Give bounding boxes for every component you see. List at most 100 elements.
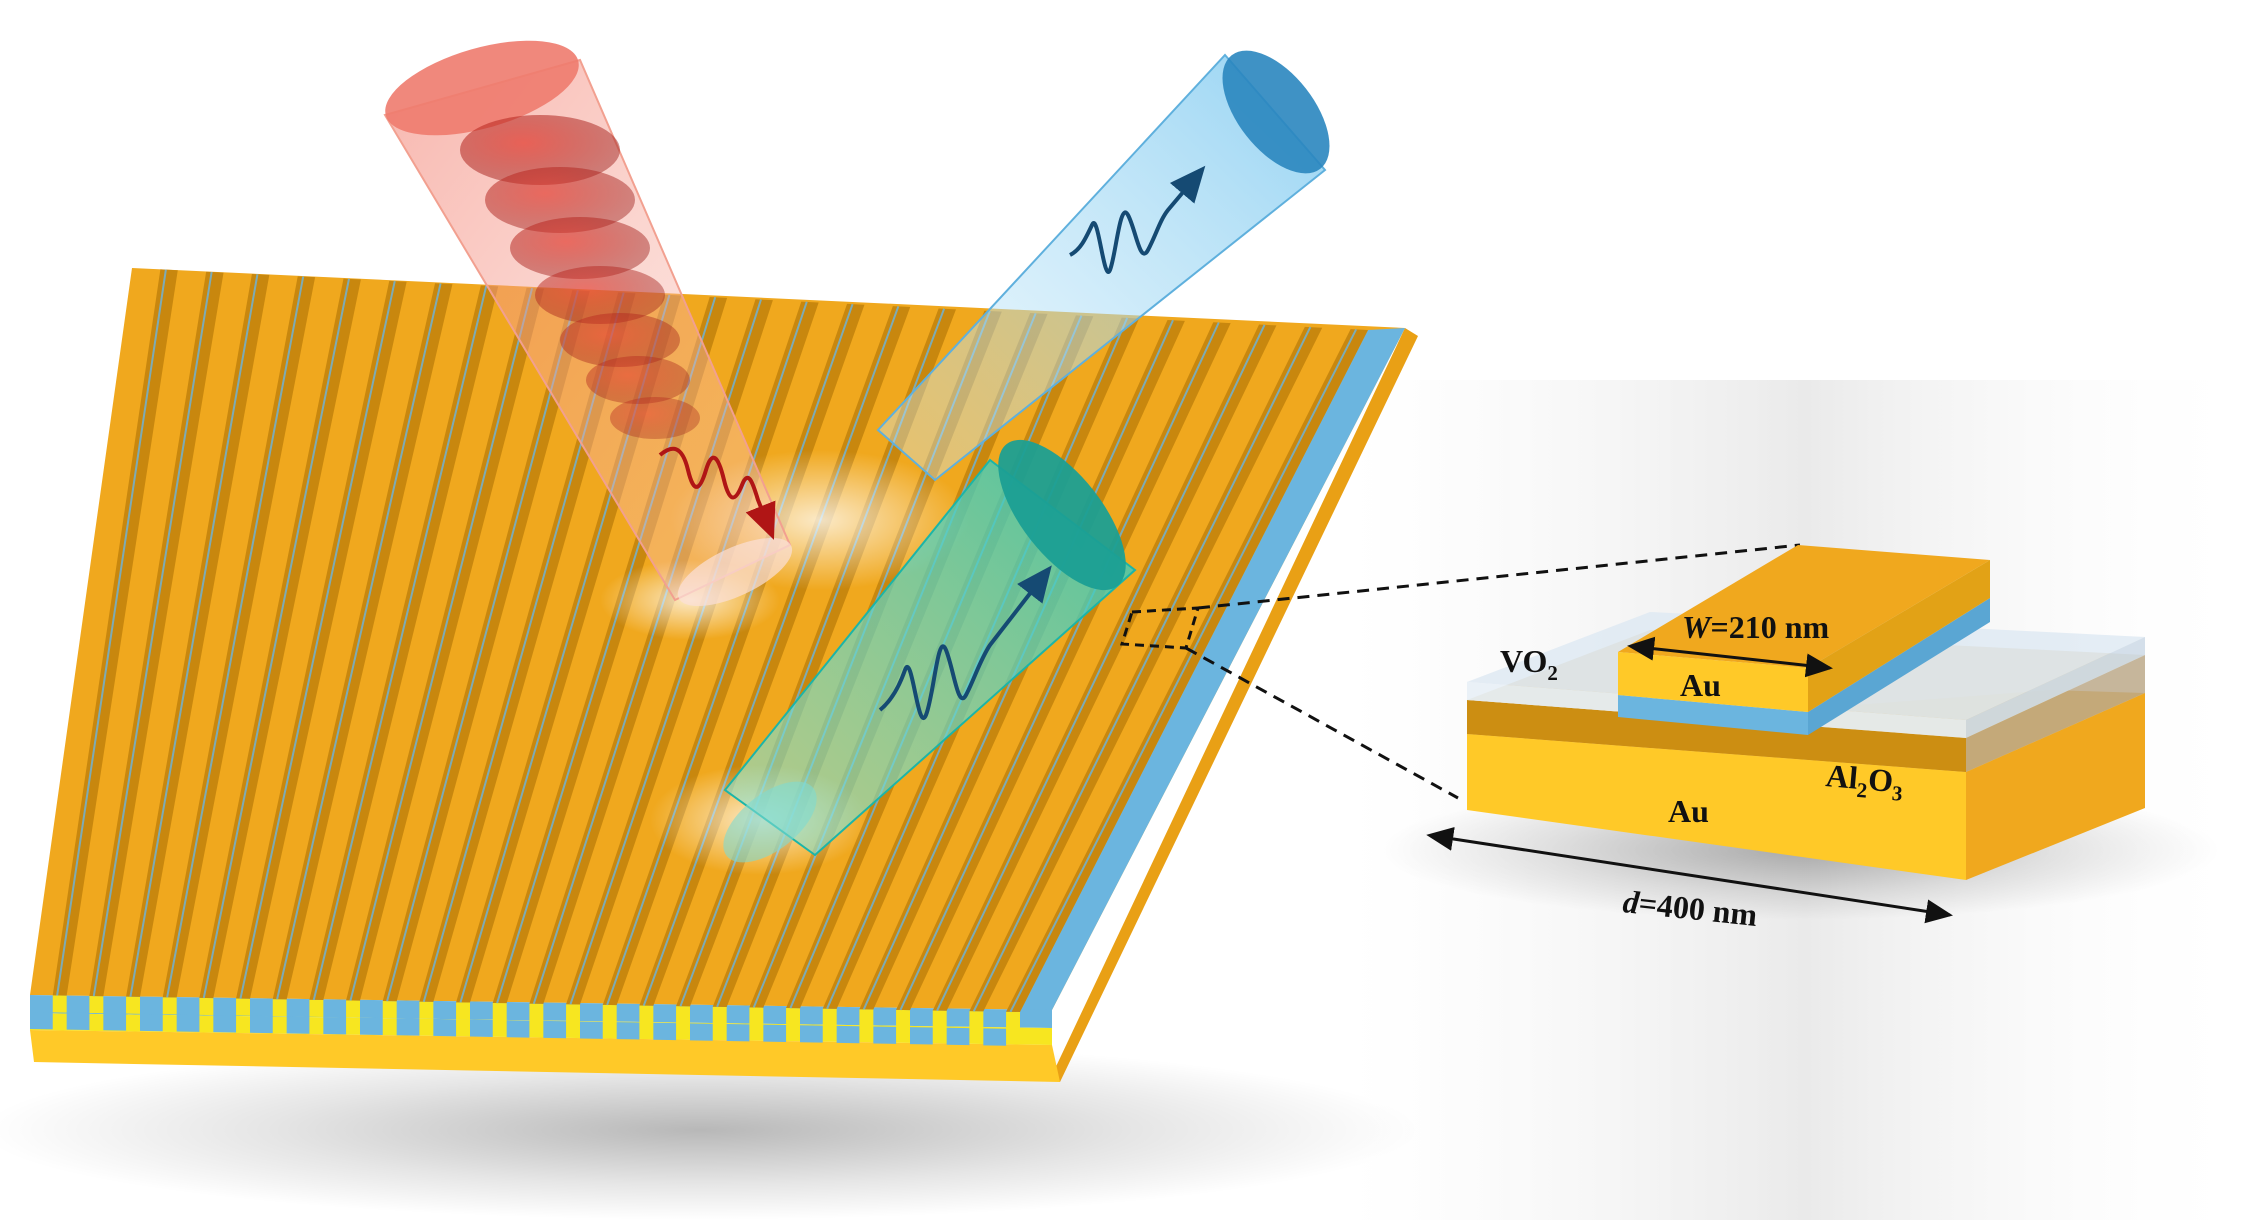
- grating-right-face-gold: [1052, 328, 1418, 1082]
- blue-wave-arrow: [1069, 165, 1206, 274]
- front-vo2-tooth: [470, 1019, 493, 1037]
- front-spacer-tooth: [786, 1007, 800, 1026]
- groove-vo2-line: [606, 303, 854, 1006]
- groove-vo2-line: [642, 306, 900, 1006]
- front-vo2-tooth: [873, 1026, 897, 1044]
- front-spacer-tooth: [1006, 1011, 1020, 1029]
- front-vo2-tooth: [763, 1024, 787, 1042]
- inset-vo2-pad-right: [1808, 598, 1990, 735]
- front-vo2-tooth: [653, 1022, 677, 1041]
- front-spacer-tooth: [346, 1000, 360, 1018]
- front-spacer-tooth: [602, 1004, 617, 1023]
- inset-vo2-film-right: [1966, 637, 2145, 738]
- front-vo2-tooth: [323, 1017, 347, 1035]
- groove-vo2-line: [166, 276, 305, 998]
- front-spacer-tooth: [309, 999, 324, 1018]
- groove-vo2-line: [972, 326, 1312, 1012]
- front-vo2-tooth: [30, 1012, 53, 1030]
- front-vo2-tooth: [616, 1022, 640, 1040]
- groove-vo2-line: [276, 283, 442, 1000]
- zoom-line-top: [1197, 543, 1801, 610]
- grating-front-spacer-layer: [30, 1013, 1052, 1045]
- front-vo2-tooth: [396, 1018, 420, 1036]
- groove-vo2-line: [349, 287, 534, 1001]
- groove-vo2-line: [899, 322, 1220, 1011]
- inset-al2o3-right: [1966, 655, 2145, 772]
- label-vo2: VO2: [1500, 643, 1558, 685]
- front-spacer-tooth: [639, 1005, 654, 1023]
- label-width: W=210 nm: [1682, 609, 1829, 645]
- front-spacer-tooth: [749, 1007, 764, 1025]
- inset-vo2-pad-front: [1618, 695, 1808, 735]
- inset-au-stripe-right: [1808, 560, 1990, 712]
- front-spacer-tooth: [492, 1002, 507, 1021]
- front-vo2-tooth: [946, 1027, 970, 1046]
- front-vo2-tooth: [213, 1015, 237, 1033]
- groove-vo2-line: [1009, 328, 1357, 1013]
- reflected-blue-beam: [876, 50, 1330, 482]
- groove-vo2-line: [239, 280, 396, 999]
- red-wave-arrow: [658, 446, 776, 540]
- front-spacer-tooth: [89, 996, 104, 1014]
- period-arrow: [1426, 827, 1953, 924]
- inset-al2o3-front: [1467, 700, 1966, 772]
- groove-vo2-line: [312, 285, 488, 1001]
- front-spacer-tooth: [969, 1011, 984, 1029]
- front-spacer-tooth: [932, 1010, 947, 1028]
- front-spacer-tooth: [712, 1006, 727, 1024]
- front-vo2-tooth: [836, 1025, 860, 1044]
- front-spacer-tooth: [126, 996, 140, 1014]
- front-vo2-tooth: [726, 1023, 750, 1042]
- front-spacer-tooth: [162, 997, 177, 1015]
- front-spacer-tooth: [566, 1004, 580, 1022]
- incident-red-beam: [383, 40, 793, 607]
- groove-vo2-line: [569, 301, 808, 1005]
- groove-vo2-line: [386, 290, 579, 1002]
- front-spacer-tooth: [822, 1008, 837, 1026]
- groove-vo2-line: [129, 274, 259, 997]
- groove-vo2-line: [56, 269, 167, 996]
- front-spacer-tooth: [236, 998, 250, 1016]
- front-vo2-tooth: [433, 1018, 457, 1037]
- front-vo2-tooth: [360, 1017, 383, 1036]
- front-spacer-tooth: [676, 1006, 690, 1024]
- grating-front-teeth: [30, 995, 1020, 1046]
- groove-vo2-line: [936, 324, 1266, 1012]
- front-spacer-tooth: [456, 1002, 470, 1020]
- groove-vo2-line: [92, 271, 213, 997]
- zoom-line-bottom: [1185, 646, 1459, 800]
- front-vo2-tooth: [66, 1012, 90, 1031]
- label-au-substrate: Au: [1668, 793, 1709, 829]
- zoom-indicator: [1119, 543, 1801, 800]
- label-al2o3: Al2O3: [1824, 757, 1905, 806]
- label-au-stripe: Au: [1680, 667, 1721, 703]
- front-spacer-tooth: [896, 1009, 910, 1028]
- grating-right-face-blue: [1020, 328, 1405, 1012]
- front-spacer-tooth: [419, 1001, 434, 1019]
- front-spacer-tooth: [529, 1003, 544, 1021]
- front-vo2-tooth: [250, 1015, 273, 1034]
- front-spacer-tooth: [382, 1001, 397, 1019]
- unit-cell-inset: VO2 W=210 nm Au Al2O3 Au d=400 nm: [1426, 545, 2145, 933]
- front-vo2-tooth: [286, 1016, 310, 1034]
- inset-au-right: [1966, 693, 2145, 880]
- front-vo2-tooth: [543, 1020, 567, 1039]
- front-vo2-tooth: [580, 1021, 603, 1039]
- groove-vo2-line: [202, 278, 350, 999]
- front-spacer-tooth: [272, 999, 287, 1017]
- front-vo2-tooth: [983, 1028, 1007, 1046]
- front-vo2-tooth: [140, 1013, 163, 1032]
- front-vo2-tooth: [910, 1027, 933, 1045]
- width-arrow: [1627, 636, 1833, 678]
- front-vo2-tooth: [506, 1020, 530, 1038]
- front-vo2-tooth: [690, 1023, 713, 1041]
- grating-front-gold-base: [30, 1030, 1060, 1082]
- floor-shadow: [0, 1040, 1420, 1220]
- front-vo2-tooth: [103, 1013, 127, 1031]
- vortex-spiral: [460, 115, 700, 439]
- front-spacer-tooth: [859, 1009, 874, 1027]
- front-vo2-tooth: [176, 1014, 200, 1032]
- front-spacer-tooth: [199, 997, 214, 1016]
- front-spacer-tooth: [52, 995, 67, 1013]
